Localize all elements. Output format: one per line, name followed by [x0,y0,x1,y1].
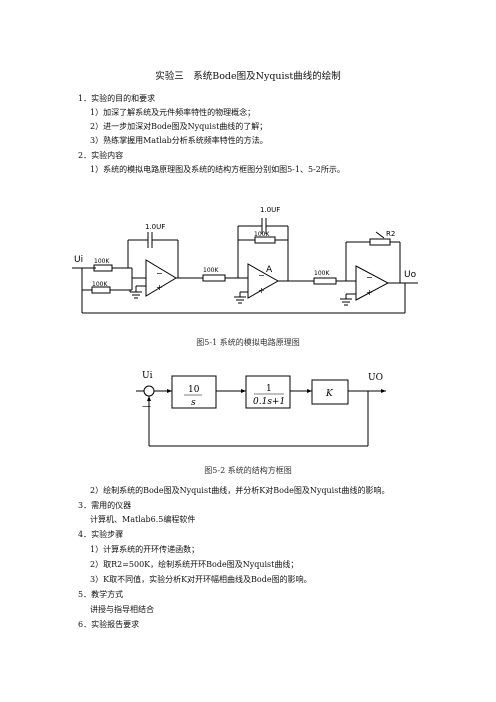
svg-text:+: + [258,286,265,295]
block2-denominator: 0.1s+1 [253,397,285,407]
s4-item-2: 2）取R2=500K，绘制系统开环Bode图及Nyquist曲线； [90,560,299,569]
page-title: 实验三 系统Bode图及Nyquist曲线的绘制 [155,71,341,82]
figure-5-2-caption: 图5-2 系统的结构方框图 [204,466,292,475]
cap1-label: 1.0UF [145,223,165,231]
s2-item-1: 1）系统的模拟电路原理图及系统的结构方框图分别如图5-1、5-2所示。 [90,165,345,174]
ui-label: Ui [74,255,83,265]
block-uo-label: UO [368,373,383,383]
figure-5-1-caption: 图5-1 系统的模拟电路原理图 [196,338,300,347]
svg-text:−: − [156,269,163,278]
block1-denominator: s [191,398,196,408]
block3-gain: K [325,389,334,399]
section-4-heading: 4．实验步骤 [78,530,124,539]
opamp-1 [145,259,177,297]
s1-item-3: 3）熟练掌握用Matlab分析系统频率特性的方法。 [90,136,268,145]
mid-resistor-2 [313,277,337,285]
s1-item-2: 2）进一步加深对Bode图及Nyquist曲线的了解； [90,122,268,131]
block2-numerator: 1 [266,384,272,394]
section-3-heading: 3．需用的仪器 [78,501,132,510]
r2-resistor [369,238,391,246]
summing-junction [143,385,155,397]
opamp-2 [247,263,280,299]
res-mid2-label: 100K [314,270,330,277]
svg-text:+: + [366,288,373,297]
s4-item-3: 3）K取不同值，实验分析K对开环幅相曲线及Bode图的影响。 [90,575,312,584]
svg-text:+: + [156,283,163,292]
section-1-heading: 1．实验的目的和要求 [78,94,156,103]
s1-item-1: 1）加深了解系统及元件频率特性的物理概念； [90,108,256,117]
svg-text:−: − [366,273,373,282]
integrator-block [171,375,217,409]
lag-block [245,375,291,409]
block1-numerator: 10 [188,385,200,395]
block-ui-label: Ui [142,371,153,381]
circuit-diagram: 1.0UF 1.0UF 100K 100K 100K 100K 100K R2 … [72,206,418,314]
s4-item-1: 1）计算系统的开环传递函数； [90,545,200,554]
s3-body: 计算机、Matlab6.5编程软件 [90,515,196,524]
res-top-label: 100K [254,231,270,238]
uo-label: Uo [404,270,417,280]
feedback-sign: — [142,402,151,412]
res-in1-label: 100K [94,258,110,265]
amp-label: A [266,265,273,275]
section-2-heading: 2．实验内容 [78,151,124,160]
s2-item-2: 2）绘制系统的Bode图及Nyquist曲线，并分析K对Bode图及Nyquis… [90,486,390,495]
input-resistor-1 [93,264,113,272]
res-in2-label: 100K [92,281,108,288]
r2-label: R2 [386,230,395,238]
res-mid1-label: 100K [203,267,219,274]
gain-block [311,379,349,405]
s5-body: 讲授与指导相结合 [90,605,154,614]
section-5-heading: 5．教学方式 [78,590,124,599]
mid-resistor-1 [202,274,226,282]
cap2-label: 1.0UF [260,206,280,214]
svg-text:−: − [258,271,265,280]
section-6-heading: 6．实验报告要求 [78,620,140,629]
opamp-3 [355,265,390,301]
block-diagram: Ui UO — 10 s 1 0.1s+1 K [136,371,386,447]
